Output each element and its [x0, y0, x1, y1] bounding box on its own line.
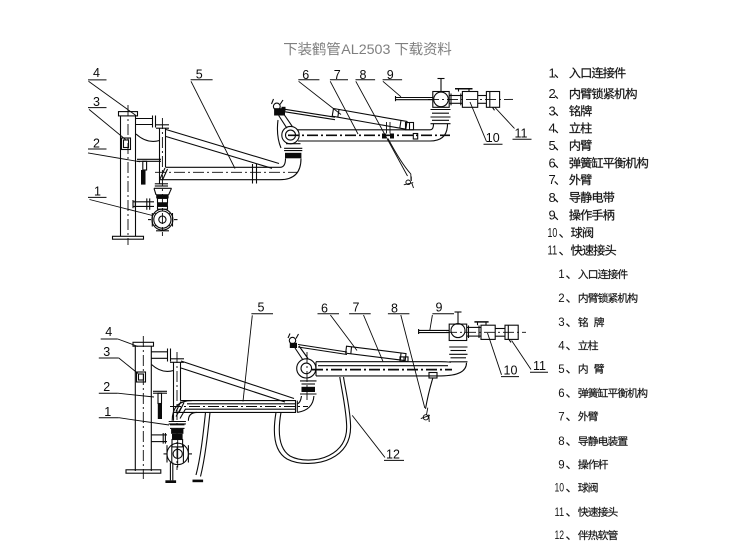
svg-text:6: 6	[558, 388, 564, 400]
svg-text:5: 5	[549, 138, 556, 153]
svg-text:7: 7	[558, 411, 564, 423]
svg-text:8: 8	[558, 436, 564, 448]
svg-text:11: 11	[515, 127, 528, 141]
svg-text:10: 10	[486, 131, 500, 145]
svg-text:8: 8	[549, 190, 556, 205]
svg-text:4: 4	[105, 325, 112, 339]
svg-text:7: 7	[353, 301, 360, 315]
svg-text:6: 6	[549, 155, 556, 170]
svg-text:9: 9	[549, 208, 556, 223]
svg-text:2: 2	[93, 137, 100, 151]
svg-text:2: 2	[558, 293, 564, 305]
svg-text:3: 3	[93, 95, 100, 109]
svg-text:10: 10	[555, 483, 565, 495]
svg-text:3: 3	[558, 317, 564, 329]
svg-text:1: 1	[104, 405, 111, 419]
svg-text:5: 5	[258, 301, 265, 315]
svg-text:7: 7	[549, 172, 556, 187]
svg-text:1: 1	[549, 65, 556, 80]
svg-text:10: 10	[504, 364, 518, 378]
svg-text:1: 1	[558, 269, 564, 281]
svg-text:7: 7	[334, 68, 341, 82]
svg-text:9: 9	[387, 68, 394, 82]
svg-text:3: 3	[103, 345, 110, 359]
svg-text:11: 11	[533, 359, 546, 373]
svg-text:9: 9	[436, 301, 443, 315]
svg-text:4: 4	[93, 66, 100, 80]
svg-text:3: 3	[549, 103, 556, 118]
svg-text:4: 4	[549, 121, 556, 136]
svg-text:12: 12	[386, 448, 400, 462]
svg-text:11: 11	[548, 243, 558, 258]
svg-text:8: 8	[360, 68, 367, 82]
svg-text:6: 6	[321, 302, 328, 316]
svg-text:11: 11	[555, 507, 565, 519]
svg-text:10: 10	[548, 225, 558, 240]
svg-text:5: 5	[558, 364, 564, 376]
svg-text:9: 9	[558, 459, 564, 471]
svg-text:8: 8	[391, 302, 398, 316]
svg-text:12: 12	[555, 530, 565, 542]
svg-text:AL2503: AL2503	[341, 41, 390, 57]
svg-text:6: 6	[302, 68, 309, 82]
svg-text:4: 4	[558, 341, 565, 353]
svg-text:2: 2	[549, 86, 556, 101]
svg-text:5: 5	[196, 68, 203, 82]
svg-text:1: 1	[94, 185, 101, 199]
svg-text:2: 2	[103, 380, 110, 394]
